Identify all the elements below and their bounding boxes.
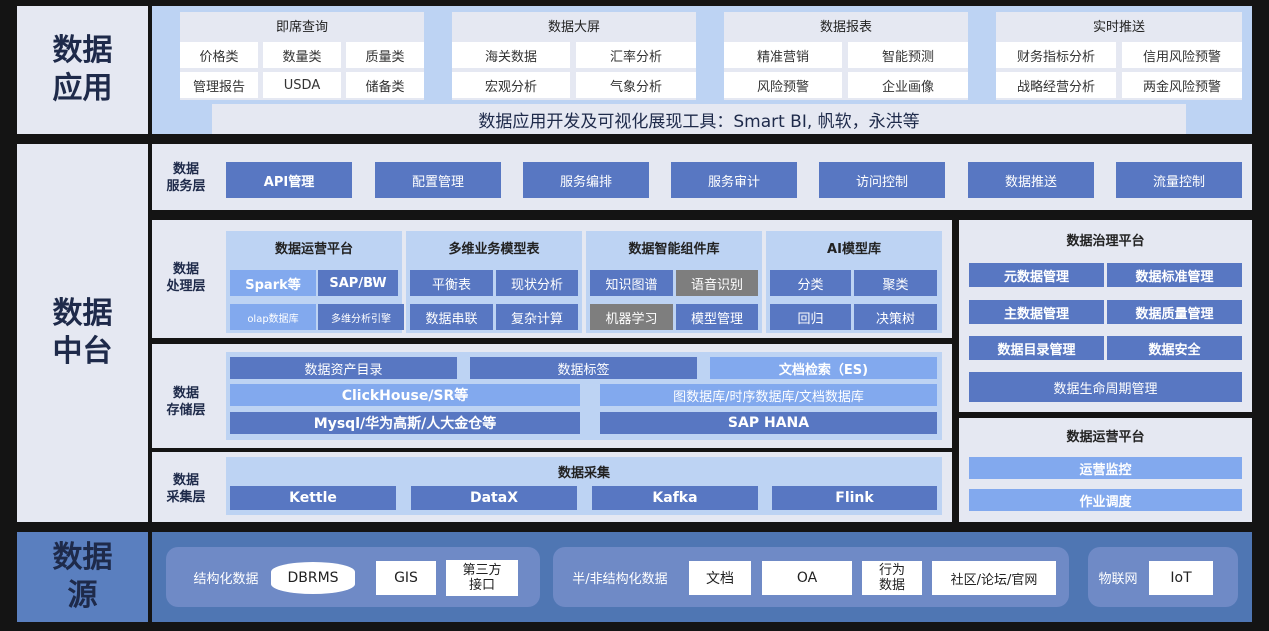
database-icon: DBRMS: [271, 562, 355, 594]
processing-item: 多维分析引擎: [318, 304, 404, 330]
app-item: 智能预测: [848, 42, 968, 68]
processing-item: olap数据库: [230, 304, 316, 330]
service-layer-label: 数据 服务层: [166, 162, 206, 194]
app-item: 精准营销: [724, 42, 842, 68]
collection-item: Kafka: [592, 486, 758, 510]
app-item: 海关数据: [452, 42, 570, 68]
app-item: 储备类: [346, 72, 424, 98]
app-item: 风险预警: [724, 72, 842, 98]
source-item: 社区/论坛/官网: [932, 561, 1056, 595]
storage-item: SAP HANA: [600, 412, 937, 434]
operations-item: 运营监控: [969, 457, 1242, 479]
storage-item: 数据标签: [470, 357, 697, 379]
app-item: 企业画像: [848, 72, 968, 98]
governance-item: 数据生命周期管理: [969, 372, 1242, 402]
source-title-panel: [17, 532, 148, 622]
middle-title: 数据 中台: [52, 296, 113, 369]
governance-item: 元数据管理: [969, 263, 1104, 287]
processing-item: 决策树: [854, 304, 937, 330]
app-title-panel: [17, 6, 148, 134]
governance-item: 数据标准管理: [1107, 263, 1242, 287]
source-item: OA: [762, 561, 852, 595]
source-item: GIS: [376, 561, 436, 595]
collection-title: 数据采集: [557, 465, 610, 481]
source-title: 数据 源: [52, 540, 113, 613]
app-item: 两金风险预警: [1122, 72, 1242, 98]
governance-title: 数据治理平台: [1066, 233, 1145, 249]
semi-structured-label: 半/非结构化数据: [572, 571, 668, 587]
structured-label: 结构化数据: [193, 571, 259, 587]
app-title: 数据 应用: [52, 33, 113, 106]
iot-label: 物联网: [1098, 571, 1138, 587]
operations-title: 数据运营平台: [1066, 429, 1145, 445]
app-item: 汇率分析: [576, 42, 696, 68]
collection-layer-label: 数据 采集层: [166, 473, 206, 505]
processing-group-title: 数据运营平台: [274, 241, 353, 257]
service-item: API管理: [226, 162, 352, 198]
storage-item: 图数据库/时序数据库/文档数据库: [600, 384, 937, 406]
source-item: 行为 数据: [862, 561, 922, 595]
app-item: 质量类: [346, 42, 424, 68]
app-item: 信用风险预警: [1122, 42, 1242, 68]
storage-item: Mysql/华为高斯/人大金仓等: [230, 412, 580, 434]
operations-item: 作业调度: [969, 489, 1242, 511]
app-item: 财务指标分析: [996, 42, 1116, 68]
app-item: 价格类: [180, 42, 258, 68]
app-item: 数量类: [263, 42, 341, 68]
processing-item: 语音识别: [676, 270, 758, 296]
service-item: 服务编排: [523, 162, 649, 198]
processing-group-title: 数据智能组件库: [628, 241, 720, 257]
processing-item: 模型管理: [676, 304, 758, 330]
collection-item: Kettle: [230, 486, 396, 510]
storage-item: 数据资产目录: [230, 357, 457, 379]
storage-layer-label: 数据 存储层: [166, 386, 206, 418]
processing-layer-label: 数据 处理层: [166, 262, 206, 294]
category-title: 数据大屏: [547, 19, 600, 35]
collection-item: DataX: [411, 486, 577, 510]
source-item: IoT: [1149, 561, 1213, 595]
service-item: 数据推送: [968, 162, 1094, 198]
category-title: 实时推送: [1092, 19, 1145, 35]
processing-item: 聚类: [854, 270, 937, 296]
source-item: 文档: [689, 561, 751, 595]
collection-item: Flink: [772, 486, 937, 510]
app-item: 气象分析: [576, 72, 696, 98]
processing-item: 机器学习: [590, 304, 673, 330]
app-item: 战略经营分析: [996, 72, 1116, 98]
app-item: 宏观分析: [452, 72, 570, 98]
service-item: 配置管理: [375, 162, 501, 198]
processing-item: SAP/BW: [318, 270, 398, 296]
governance-item: 数据质量管理: [1107, 300, 1242, 324]
processing-item: 回归: [770, 304, 851, 330]
app-item: USDA: [263, 72, 341, 98]
processing-group-title: 多维业务模型表: [448, 241, 540, 257]
processing-item: 分类: [770, 270, 851, 296]
tools-banner: 数据应用开发及可视化展现工具：Smart BI, 帆软，永洪等: [212, 104, 1186, 134]
app-item: 管理报告: [180, 72, 258, 98]
storage-item: ClickHouse/SR等: [230, 384, 580, 406]
processing-item: Spark等: [230, 270, 316, 296]
processing-item: 知识图谱: [590, 270, 673, 296]
processing-item: 数据串联: [410, 304, 493, 330]
source-item: 第三方 接口: [446, 560, 518, 596]
service-item: 服务审计: [671, 162, 797, 198]
storage-item: 文档检索（ES): [710, 357, 937, 379]
middle-title-panel: [17, 144, 148, 522]
governance-item: 主数据管理: [969, 300, 1104, 324]
governance-item: 数据安全: [1107, 336, 1242, 360]
service-item: 访问控制: [819, 162, 945, 198]
governance-item: 数据目录管理: [969, 336, 1104, 360]
processing-group-title: AI模型库: [827, 241, 881, 257]
category-title: 数据报表: [819, 19, 872, 35]
processing-item: 平衡表: [410, 270, 493, 296]
category-title: 即席查询: [275, 19, 328, 35]
processing-item: 现状分析: [496, 270, 578, 296]
processing-item: 复杂计算: [496, 304, 578, 330]
service-item: 流量控制: [1116, 162, 1242, 198]
